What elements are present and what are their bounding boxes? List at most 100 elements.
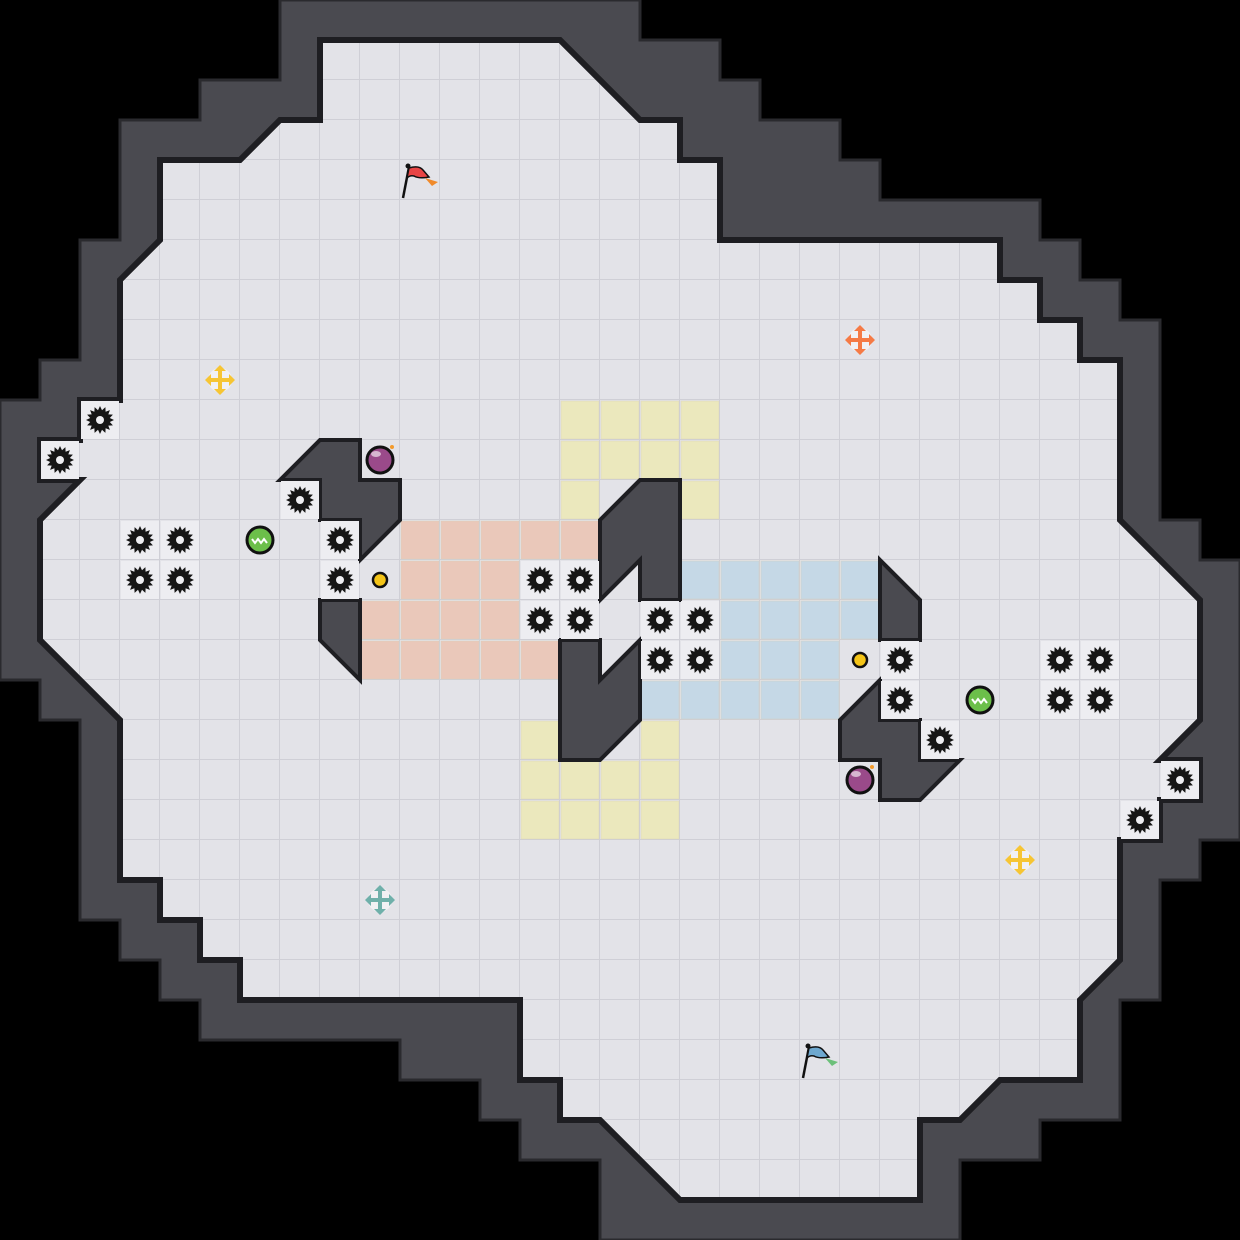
move-arrows-icon <box>1005 845 1035 875</box>
spike-icon <box>681 601 719 639</box>
zone-yellow-tile <box>640 440 680 480</box>
zone-yellow-tile <box>560 480 600 520</box>
zone-yellow-tile <box>600 400 640 440</box>
zone-yellow-tile <box>560 440 600 480</box>
zone-peach-tile <box>400 520 440 560</box>
flag-icon <box>801 1043 838 1079</box>
wall-block <box>275 438 402 565</box>
zone-peach-tile <box>360 640 400 680</box>
zone-blue-tile <box>680 560 720 600</box>
spike-icon <box>121 561 159 599</box>
zone-blue-tile <box>760 560 800 600</box>
wall-block <box>558 635 642 762</box>
spike-icon <box>1041 681 1079 719</box>
spike-icon <box>881 641 919 679</box>
wall-block <box>598 478 682 605</box>
zone-peach-tile <box>520 520 560 560</box>
zone-peach-tile <box>440 640 480 680</box>
ball-icon <box>245 525 275 555</box>
zone-blue-tile <box>840 600 880 640</box>
zone-peach-tile <box>400 640 440 680</box>
spike-icon <box>1081 641 1119 679</box>
zone-peach-tile <box>480 560 520 600</box>
zone-yellow-tile <box>640 800 680 840</box>
spike-icon <box>561 601 599 639</box>
zone-blue-tile <box>720 600 760 640</box>
spike-icon <box>161 521 199 559</box>
spike-icon <box>1121 801 1159 839</box>
zone-yellow-tile <box>640 720 680 760</box>
coin-icon <box>371 571 389 589</box>
zone-yellow-tile <box>640 760 680 800</box>
spike-icon <box>641 601 679 639</box>
coin-icon <box>851 651 869 669</box>
bomb-icon <box>365 445 395 475</box>
zone-blue-tile <box>720 640 760 680</box>
wall-block <box>878 555 922 642</box>
zone-blue-tile <box>800 600 840 640</box>
move-arrows-icon <box>205 365 235 395</box>
floor <box>37 37 1203 1203</box>
zone-blue-tile <box>760 640 800 680</box>
zone-blue-tile <box>680 680 720 720</box>
zone-blue-tile <box>760 600 800 640</box>
spike-icon <box>881 681 919 719</box>
spike-icon <box>1161 761 1199 799</box>
zone-peach-tile <box>440 600 480 640</box>
zone-peach-tile <box>440 520 480 560</box>
spike-icon <box>681 641 719 679</box>
flag-icon <box>401 163 438 199</box>
zone-yellow-tile <box>520 720 560 760</box>
spike-icon <box>161 561 199 599</box>
zone-blue-tile <box>800 560 840 600</box>
spike-icon <box>321 561 359 599</box>
zone-yellow-tile <box>600 760 640 800</box>
zone-yellow-tile <box>600 800 640 840</box>
wall-block <box>838 675 965 802</box>
zone-blue-tile <box>800 640 840 680</box>
zone-peach-tile <box>400 560 440 600</box>
spike-icon <box>521 561 559 599</box>
zone-yellow-tile <box>560 400 600 440</box>
zone-peach-tile <box>560 520 600 560</box>
spike-icon <box>1081 681 1119 719</box>
zone-yellow-tile <box>680 440 720 480</box>
wall-block <box>318 598 362 685</box>
zone-yellow-tile <box>520 800 560 840</box>
zone-blue-tile <box>760 680 800 720</box>
spike-icon <box>81 401 119 439</box>
zone-yellow-tile <box>680 480 720 520</box>
zone-peach-tile <box>480 600 520 640</box>
bomb-icon <box>845 765 875 795</box>
zone-blue-tile <box>720 680 760 720</box>
zone-peach-tile <box>520 640 560 680</box>
zone-peach-tile <box>440 560 480 600</box>
spike-icon <box>521 601 559 639</box>
zone-peach-tile <box>400 600 440 640</box>
zone-blue-tile <box>640 680 680 720</box>
zone-peach-tile <box>480 640 520 680</box>
zone-blue-tile <box>840 560 880 600</box>
zone-yellow-tile <box>680 400 720 440</box>
zone-yellow-tile <box>600 440 640 480</box>
zone-peach-tile <box>360 600 400 640</box>
wall-blocks <box>275 438 965 802</box>
move-arrows-icon <box>365 885 395 915</box>
zone-yellow-tile <box>520 760 560 800</box>
zone-yellow-tile <box>560 800 600 840</box>
spike-icon <box>281 481 319 519</box>
spike-icon <box>121 521 159 559</box>
colored-zones <box>360 400 880 840</box>
spike-icon <box>921 721 959 759</box>
spike-icon <box>641 641 679 679</box>
spike-icon <box>41 441 79 479</box>
zone-blue-tile <box>800 680 840 720</box>
move-arrows-icon <box>845 325 875 355</box>
spike-icon <box>321 521 359 559</box>
zone-yellow-tile <box>560 760 600 800</box>
zone-peach-tile <box>480 520 520 560</box>
ball-icon <box>965 685 995 715</box>
map-items <box>41 163 1199 1079</box>
spike-icon <box>1041 641 1079 679</box>
